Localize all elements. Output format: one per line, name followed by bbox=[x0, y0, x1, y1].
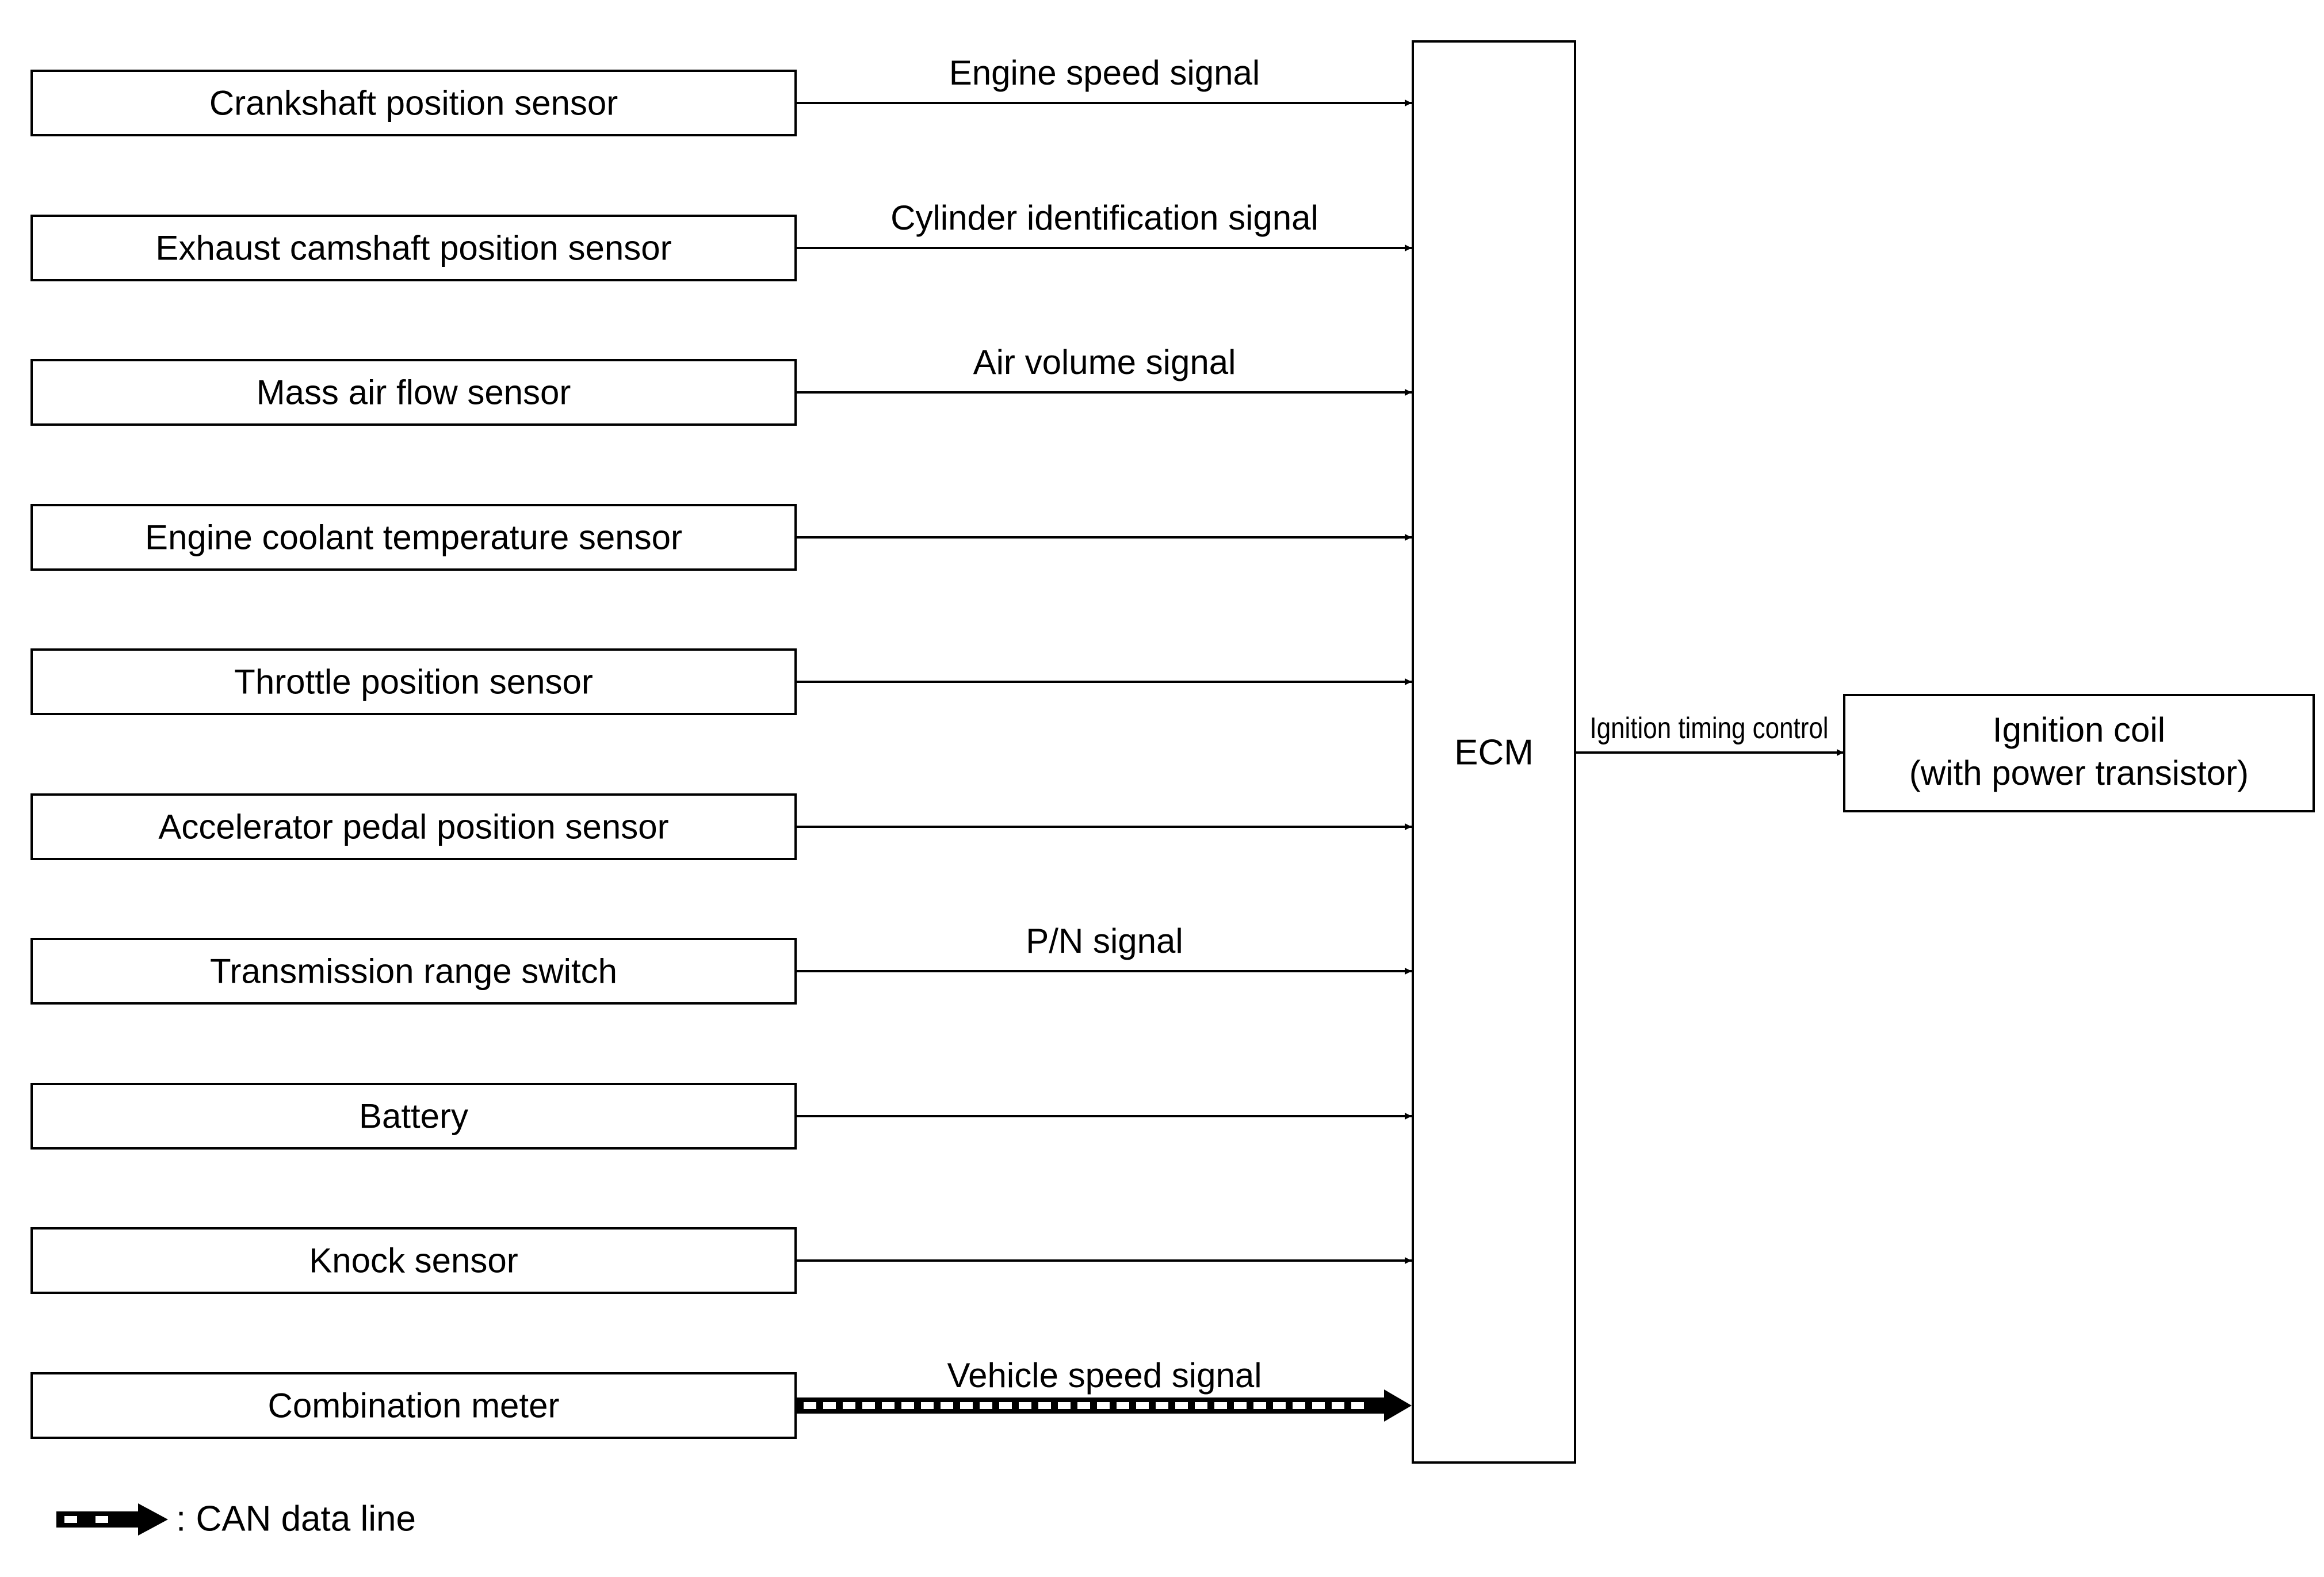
sensor-row: Crankshaft position sensor Engine speed s… bbox=[30, 54, 1412, 136]
legend-label: : CAN data line bbox=[176, 1499, 416, 1539]
sensor-rows: Crankshaft position sensor Engine speed s… bbox=[30, 54, 1412, 1439]
sensor-box bbox=[30, 504, 797, 571]
sensor-label: Knock sensor bbox=[309, 1242, 518, 1280]
sensor-box bbox=[30, 648, 797, 715]
ecm-label: ECM bbox=[1454, 733, 1534, 773]
signal-label: P/N signal bbox=[1026, 922, 1183, 960]
sensor-box bbox=[30, 1372, 797, 1439]
sensor-label: Exhaust camshaft position sensor bbox=[155, 229, 671, 268]
legend: : CAN data line bbox=[56, 1499, 416, 1539]
sensor-row: Accelerator pedal position sensor bbox=[30, 793, 1412, 860]
ecm-block: ECM bbox=[1412, 40, 1576, 1464]
signal-label: Cylinder identification signal bbox=[890, 198, 1318, 237]
sensor-box bbox=[30, 938, 797, 1005]
ignition-coil-label-line1: Ignition coil bbox=[1993, 711, 2165, 749]
sensor-row: Transmission range switch P/N signal bbox=[30, 922, 1412, 1005]
ignition-timing-signal-label: Ignition timing control bbox=[1590, 712, 1829, 745]
sensor-row: Throttle position sensor bbox=[30, 648, 1412, 715]
sensor-box bbox=[30, 215, 797, 281]
ignition-coil-label-line2: (with power transistor) bbox=[1909, 754, 2249, 792]
sensor-label: Mass air flow sensor bbox=[257, 373, 571, 412]
can-data-line-arrow bbox=[796, 1389, 1412, 1422]
sensor-label: Battery bbox=[359, 1097, 468, 1136]
can-data-line-legend-symbol bbox=[56, 1503, 168, 1536]
sensor-label: Throttle position sensor bbox=[234, 663, 593, 701]
sensor-row: Mass air flow sensor Air volume signal bbox=[30, 343, 1412, 426]
sensor-row: Engine coolant temperature sensor bbox=[30, 504, 1412, 571]
signal-label: Air volume signal bbox=[973, 343, 1236, 381]
sensor-row: Combination meter Vehicle speed signal bbox=[30, 1356, 1412, 1439]
ignition-coil-block: Ignition coil (with power transistor) bbox=[1843, 694, 2315, 812]
sensor-row: Exhaust camshaft position sensor Cylinder… bbox=[30, 198, 1412, 281]
sensor-box bbox=[30, 1227, 797, 1294]
sensor-label: Engine coolant temperature sensor bbox=[145, 518, 682, 557]
signal-label: Engine speed signal bbox=[949, 54, 1260, 92]
sensor-row: Knock sensor bbox=[30, 1227, 1412, 1294]
ignition-coil-box bbox=[1843, 694, 2315, 812]
ecm-box bbox=[1412, 40, 1576, 1464]
sensor-label: Combination meter bbox=[268, 1387, 560, 1425]
sensor-box bbox=[30, 70, 797, 136]
sensor-label: Crankshaft position sensor bbox=[209, 84, 618, 123]
sensor-label: Transmission range switch bbox=[210, 952, 617, 991]
output-connection: Ignition timing control bbox=[1575, 712, 1844, 756]
signal-label: Vehicle speed signal bbox=[947, 1356, 1262, 1395]
sensor-label: Accelerator pedal position sensor bbox=[158, 808, 668, 846]
sensor-row: Battery bbox=[30, 1083, 1412, 1150]
sensor-box bbox=[30, 359, 797, 426]
